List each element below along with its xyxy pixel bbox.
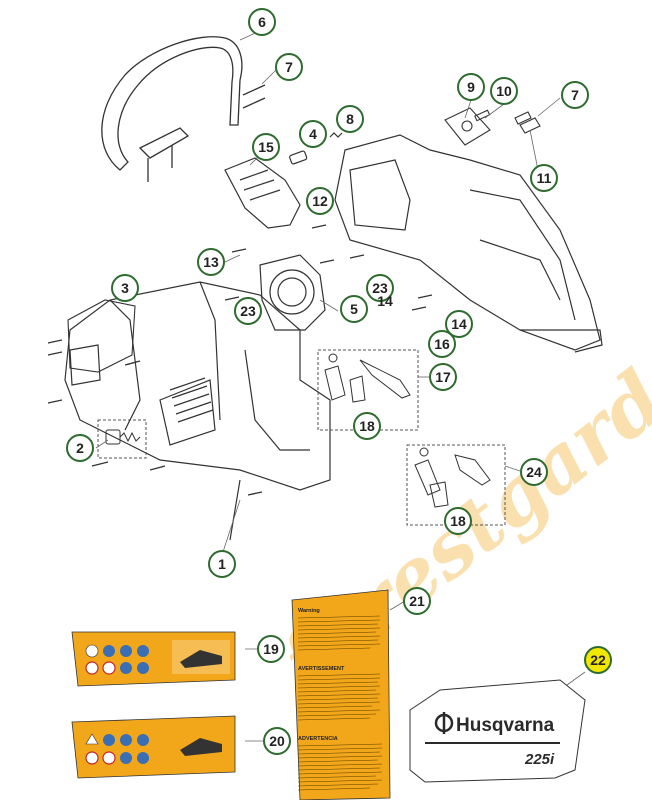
callout-12: 12 xyxy=(306,187,334,215)
callout-2: 2 xyxy=(66,434,94,462)
ear-protection-icon xyxy=(120,734,132,746)
svg-text:10: 10 xyxy=(496,83,512,99)
callout-5: 5 xyxy=(340,295,368,323)
svg-text:19: 19 xyxy=(263,641,279,657)
svg-text:12: 12 xyxy=(312,193,328,209)
chainsaw-icon xyxy=(180,738,222,756)
warning-decal-19 xyxy=(71,631,236,687)
warning-heading-fr: AVERTISSEMENT xyxy=(298,666,345,672)
main-housing xyxy=(64,281,331,541)
callout-4: 4 xyxy=(299,120,327,148)
warning-heading-es: ADVERTENCIA xyxy=(298,736,338,742)
prohibited-icon xyxy=(102,661,116,675)
callout-7: 7 xyxy=(275,53,303,81)
svg-text:20: 20 xyxy=(269,733,285,749)
boots-icon xyxy=(137,662,149,674)
chainsaw-icon xyxy=(180,650,222,668)
callout-22: 22 xyxy=(584,646,612,674)
screws xyxy=(47,224,433,496)
warning-text-decal-21: Warning AVERTISSEMENT ADVERTENCIA xyxy=(291,589,391,800)
callout-11: 11 xyxy=(530,164,558,192)
model-number: 225i xyxy=(524,751,555,768)
callout-20: 20 xyxy=(263,727,291,755)
svg-text:6: 6 xyxy=(258,14,266,30)
callout-19: 19 xyxy=(257,635,285,663)
svg-text:24: 24 xyxy=(526,464,542,480)
spring-assembly xyxy=(97,419,147,459)
callout-14b: 14 xyxy=(445,310,473,338)
callout-9: 9 xyxy=(457,73,485,101)
eye-protection-icon xyxy=(137,734,149,746)
prohibited-icon xyxy=(102,751,116,765)
callout-10: 10 xyxy=(490,77,518,105)
callout-23a: 23 xyxy=(234,297,262,325)
logo-decal-22: Husqvarna 225i xyxy=(409,679,586,783)
ear-protection-icon xyxy=(120,645,132,657)
callout-14a: 14 xyxy=(377,293,393,309)
motor-cover xyxy=(67,299,136,373)
svg-text:9: 9 xyxy=(467,79,475,95)
callout-7b: 7 xyxy=(561,81,589,109)
boots-icon xyxy=(137,752,149,764)
svg-text:22: 22 xyxy=(590,652,606,668)
svg-text:15: 15 xyxy=(258,139,274,155)
svg-text:5: 5 xyxy=(350,301,358,317)
read-manual-icon xyxy=(103,734,115,746)
svg-text:18: 18 xyxy=(450,513,466,529)
svg-text:11: 11 xyxy=(537,170,552,186)
read-manual-icon xyxy=(103,645,115,657)
callout-23b: 23 xyxy=(366,274,394,302)
svg-text:14: 14 xyxy=(377,293,393,309)
callout-3: 3 xyxy=(111,274,139,302)
husqvarna-crown-icon xyxy=(434,712,454,734)
cover-plate xyxy=(444,107,541,146)
svg-text:3: 3 xyxy=(121,280,129,296)
svg-text:17: 17 xyxy=(435,369,451,385)
callout-6: 6 xyxy=(248,8,276,36)
callout-18a: 18 xyxy=(353,412,381,440)
gloves-icon xyxy=(120,662,132,674)
trigger-housing xyxy=(224,132,343,229)
warning-decal-20 xyxy=(71,715,236,779)
brand-name: Husqvarna xyxy=(456,715,555,736)
callout-17: 17 xyxy=(429,363,457,391)
svg-text:7: 7 xyxy=(571,87,579,103)
callout-1: 1 xyxy=(208,550,236,578)
svg-text:4: 4 xyxy=(309,126,317,142)
eye-protection-icon xyxy=(137,645,149,657)
svg-text:14: 14 xyxy=(451,316,467,332)
svg-text:13: 13 xyxy=(203,254,219,270)
prohibited-icon xyxy=(85,661,99,675)
callouts: 6 7 4 8 15 9 10 7 11 12 13 3 23 5 23 14 … xyxy=(66,8,612,755)
svg-text:2: 2 xyxy=(76,440,84,456)
rear-housing xyxy=(334,134,603,353)
warning-heading: Warning xyxy=(298,608,320,614)
svg-text:1: 1 xyxy=(218,556,226,572)
seal-ring xyxy=(259,254,326,331)
warning-triangle-icon xyxy=(85,733,99,745)
warning-symbol-icon xyxy=(85,644,99,658)
svg-text:7: 7 xyxy=(285,59,293,75)
svg-text:8: 8 xyxy=(346,111,354,127)
callout-13: 13 xyxy=(197,248,225,276)
svg-text:16: 16 xyxy=(434,336,450,352)
callout-18b: 18 xyxy=(444,507,472,535)
callout-24: 24 xyxy=(520,458,548,486)
callout-16: 16 xyxy=(428,330,456,358)
callout-8: 8 xyxy=(336,105,364,133)
svg-text:18: 18 xyxy=(359,418,375,434)
svg-text:23: 23 xyxy=(372,280,388,296)
svg-text:23: 23 xyxy=(240,303,256,319)
prohibited-icon xyxy=(85,751,99,765)
gloves-icon xyxy=(120,752,132,764)
svg-text:21: 21 xyxy=(409,593,425,609)
front-handle xyxy=(101,36,266,182)
callout-15: 15 xyxy=(252,133,280,161)
callout-21: 21 xyxy=(403,587,431,615)
